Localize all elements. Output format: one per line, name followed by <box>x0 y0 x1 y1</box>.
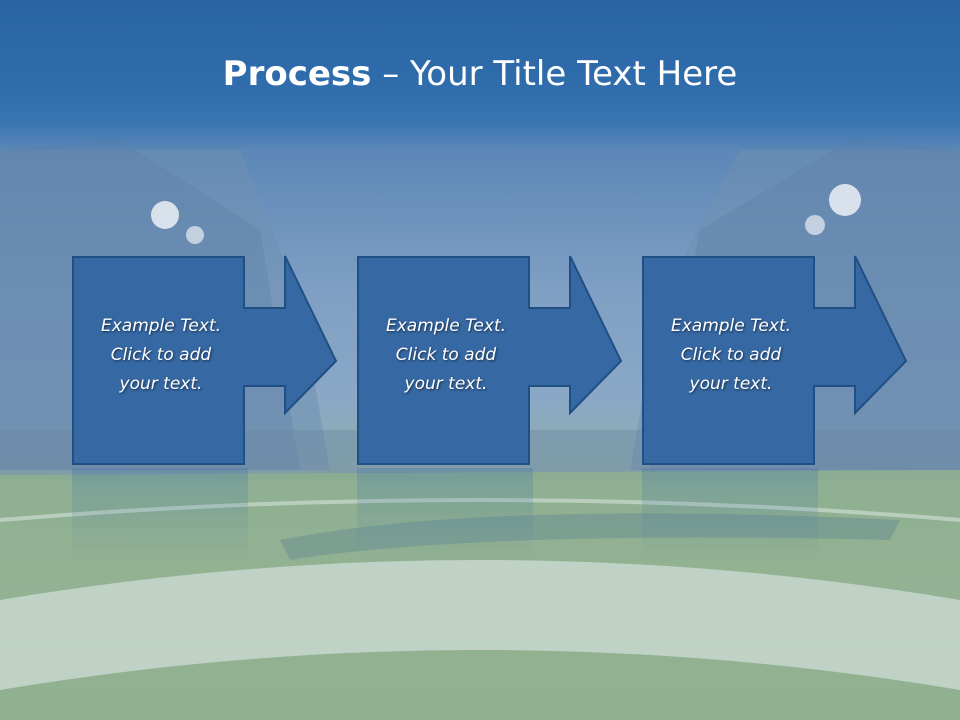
title-bold: Process <box>222 54 372 94</box>
step-arrow-shape <box>72 255 338 465</box>
title-separator: – <box>371 54 411 94</box>
process-step-3[interactable]: Example Text. Click to add your text. <box>642 255 908 558</box>
step-text[interactable]: Example Text. Click to add your text. <box>670 316 792 394</box>
process-step-2[interactable]: Example Text. Click to add your text. <box>357 255 623 558</box>
slide-title[interactable]: Process – Your Title Text Here <box>0 50 960 98</box>
header-band <box>0 0 960 150</box>
step-reflection <box>357 468 533 558</box>
title-rest: Your Title Text Here <box>410 54 738 94</box>
step-reflection <box>72 468 248 558</box>
step-text[interactable]: Example Text. Click to add your text. <box>100 316 222 394</box>
process-step-1[interactable]: Example Text. Click to add your text. <box>72 255 338 558</box>
step-text[interactable]: Example Text. Click to add your text. <box>385 316 507 394</box>
step-reflection <box>642 468 818 558</box>
step-arrow-shape <box>357 255 623 465</box>
step-arrow-shape <box>642 255 908 465</box>
